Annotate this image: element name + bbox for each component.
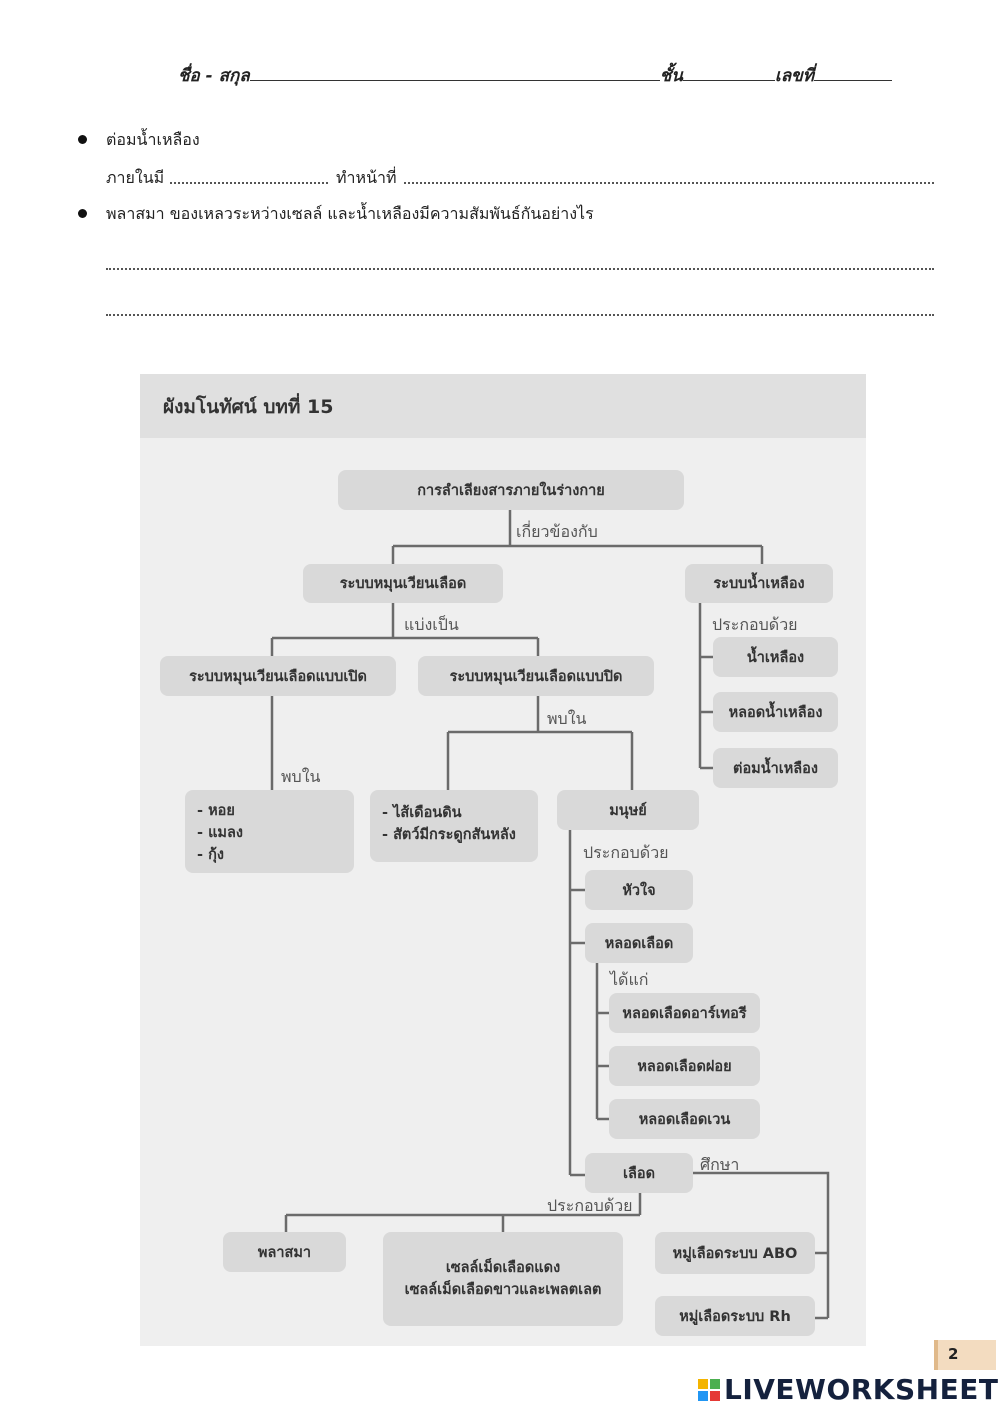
node-lymph-node: ต่อมน้ำเหลือง bbox=[713, 748, 838, 788]
class-label: ชั้น bbox=[659, 66, 683, 86]
concept-map-header bbox=[140, 374, 866, 438]
closed-example-item: - ไส้เดือนดิน bbox=[382, 805, 462, 821]
node-blood-vessel: หลอดเลือด bbox=[585, 923, 693, 963]
node-abo-blood-group: หมู่เลือดระบบ ABO bbox=[655, 1232, 815, 1274]
label-include: ได้แก่ bbox=[610, 970, 649, 989]
bullet bbox=[78, 135, 87, 144]
question-1-label-b: ทำหน้าที่ bbox=[336, 168, 397, 187]
label-related-to: เกี่ยวข้องกับ bbox=[516, 522, 598, 541]
node-artery: หลอดเลือดอาร์เทอรี bbox=[609, 993, 760, 1033]
node-blood: เลือด bbox=[585, 1153, 693, 1193]
node-plasma: พลาสมา bbox=[223, 1232, 346, 1272]
label-found-in: พบใน bbox=[547, 709, 587, 728]
label-divided-into: แบ่งเป็น bbox=[404, 615, 459, 634]
blood-cells-line: เซลล์เม็ดเลือดแดง bbox=[445, 1260, 561, 1276]
node-human: มนุษย์ bbox=[557, 790, 699, 830]
node-lymphatic-system: ระบบน้ำเหลือง bbox=[685, 564, 833, 603]
answer-line-1[interactable] bbox=[106, 268, 934, 270]
number-label: เลขที่ bbox=[774, 66, 814, 86]
name-label: ชื่อ - สกุล bbox=[178, 66, 250, 86]
answer-field-function[interactable] bbox=[404, 182, 934, 184]
open-example-item: - กุ้ง bbox=[197, 847, 224, 863]
label-found-in: พบใน bbox=[281, 767, 321, 786]
open-example-item: - หอย bbox=[197, 803, 235, 819]
node-closed-examples: - ไส้เดือนดิน - สัตว์มีกระดูกสันหลัง bbox=[370, 790, 538, 862]
node-closed-circulation: ระบบหมุนเวียนเลือดแบบปิด bbox=[418, 656, 654, 696]
node-open-circulation: ระบบหมุนเวียนเลือดแบบเปิด bbox=[160, 656, 396, 696]
node-transport-in-body: การลำเลียงสารภายในร่างกาย bbox=[338, 470, 684, 510]
name-blank[interactable] bbox=[249, 79, 660, 81]
label-consists-of: ประกอบด้วย bbox=[547, 1196, 633, 1215]
blood-cells-line: เซลล์เม็ดเลือดขาวและเพลตเลต bbox=[404, 1282, 602, 1298]
question-1-label-a: ภายในมี bbox=[106, 168, 165, 187]
answer-line-2[interactable] bbox=[106, 314, 934, 316]
node-lymph-fluid: น้ำเหลือง bbox=[713, 637, 838, 677]
closed-example-item: - สัตว์มีกระดูกสันหลัง bbox=[382, 827, 516, 843]
node-open-examples: - หอย - แมลง - กุ้ง bbox=[185, 790, 354, 873]
node-circulatory-system: ระบบหมุนเวียนเลือด bbox=[303, 564, 503, 603]
brand-name: LIVEWORKSHEETS bbox=[724, 1373, 1000, 1406]
class-blank[interactable] bbox=[682, 79, 775, 81]
node-lymph-vessel: หลอดน้ำเหลือง bbox=[713, 692, 838, 732]
open-example-item: - แมลง bbox=[197, 825, 243, 841]
node-vein: หลอดเลือดเวน bbox=[609, 1099, 760, 1139]
node-heart: หัวใจ bbox=[585, 870, 693, 910]
node-capillary: หลอดเลือดฝอย bbox=[609, 1046, 760, 1086]
page-number: 2 bbox=[934, 1340, 996, 1370]
node-rh-blood-group: หมู่เลือดระบบ Rh bbox=[655, 1296, 815, 1336]
label-study: ศึกษา bbox=[700, 1155, 740, 1174]
answer-field-contains[interactable] bbox=[170, 182, 328, 184]
question-1-title: ต่อมน้ำเหลือง bbox=[106, 130, 200, 149]
student-info-line: ชื่อ - สกุล ชั้น เลขที่ bbox=[178, 62, 892, 89]
node-blood-cells: เซลล์เม็ดเลือดแดง เซลล์เม็ดเลือดขาวและเพ… bbox=[383, 1232, 623, 1326]
label-consists-of: ประกอบด้วย bbox=[583, 843, 669, 862]
liveworksheets-logo-icon bbox=[698, 1379, 720, 1401]
question-2-title: พลาสมา ของเหลวระหว่างเซลล์ และน้ำเหลืองม… bbox=[106, 204, 594, 223]
label-consists-of: ประกอบด้วย bbox=[712, 615, 798, 634]
concept-map-title: ผังมโนทัศน์ บทที่ 15 bbox=[163, 396, 334, 418]
number-blank[interactable] bbox=[813, 79, 892, 81]
bullet bbox=[78, 209, 87, 218]
